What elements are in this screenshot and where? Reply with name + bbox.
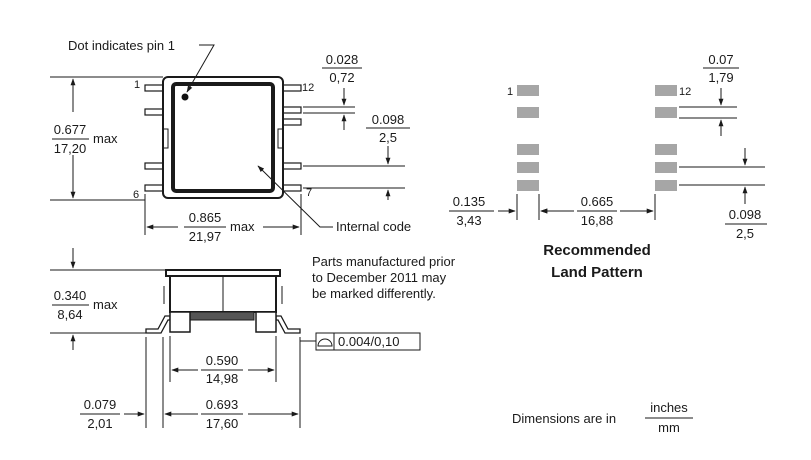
units-legend: Dimensions are in inches mm <box>512 400 693 435</box>
lead-ext-mm: 2,01 <box>87 416 112 431</box>
width-inch: 0.865 <box>189 210 222 225</box>
pad-length-mm: 3,43 <box>456 213 481 228</box>
pin-label-6: 6 <box>133 189 139 201</box>
pin-label-7: 7 <box>306 187 312 199</box>
width-max: max <box>230 219 255 234</box>
height-mm: 17,20 <box>54 141 87 156</box>
land-pin-12: 12 <box>679 86 691 98</box>
pad-width-inch: 0.07 <box>708 52 733 67</box>
land-pads-left <box>517 85 539 191</box>
left-pins <box>144 84 164 192</box>
profile-of-surface-icon <box>317 338 333 347</box>
pin-span-inch: 0.693 <box>206 397 239 412</box>
land-pitch-mm: 2,5 <box>736 226 754 241</box>
lead-left <box>145 315 171 334</box>
height-inch: 0.677 <box>54 122 87 137</box>
land-pin-1: 1 <box>507 86 513 98</box>
pin-label-1: 1 <box>134 79 140 91</box>
pin-width-mm: 0,72 <box>329 70 354 85</box>
side-height-max: max <box>93 297 118 312</box>
land-pattern-title-2: Land Pattern <box>551 264 643 281</box>
row-gap-mm: 16,88 <box>581 213 614 228</box>
units-inches: inches <box>650 400 688 415</box>
land-pattern-title-1: Recommended <box>543 242 651 259</box>
lead-right <box>275 315 301 334</box>
coplanarity-value: 0.004/0,10 <box>338 334 399 349</box>
body-width-mm: 14,98 <box>206 371 239 386</box>
top-view: Dot indicates pin 1 1 6 12 7 0.677 17,20… <box>50 38 411 244</box>
component-top-face <box>171 82 275 193</box>
width-mm: 21,97 <box>189 229 222 244</box>
land-pitch-inch: 0.098 <box>729 207 762 222</box>
pad-width-mm: 1,79 <box>708 70 733 85</box>
height-max: max <box>93 131 118 146</box>
land-pattern: 1 12 0.07 1,79 0.098 2,5 0.135 3,43 0.66… <box>449 52 767 281</box>
units-mm: mm <box>658 420 680 435</box>
lead-ext-inch: 0.079 <box>84 397 117 412</box>
pin-width-inch: 0.028 <box>326 52 359 67</box>
coplanarity-frame <box>315 332 421 351</box>
pin-pitch-mm: 2,5 <box>379 130 397 145</box>
row-gap-inch: 0.665 <box>581 194 614 209</box>
pin-span-mm: 17,60 <box>206 416 239 431</box>
revision-note: Parts manufactured prior to December 201… <box>312 254 456 301</box>
pin1-callout: Dot indicates pin 1 <box>68 38 175 53</box>
pad-length-inch: 0.135 <box>453 194 486 209</box>
pin1-dot <box>181 93 189 101</box>
core-base <box>189 311 255 321</box>
side-height-inch: 0.340 <box>54 288 87 303</box>
land-pads-right <box>655 85 677 191</box>
note-line-2: to December 2011 may <box>312 270 447 285</box>
note-line-3: be marked differently. <box>312 286 436 301</box>
side-height-mm: 8,64 <box>57 307 82 322</box>
right-pins <box>282 84 302 192</box>
pin-pitch-inch: 0.098 <box>372 112 405 127</box>
body-width-inch: 0.590 <box>206 353 239 368</box>
note-line-1: Parts manufactured prior <box>312 254 456 269</box>
pin-label-12: 12 <box>302 82 314 94</box>
internal-code-callout: Internal code <box>336 219 411 234</box>
side-view: 0.340 8,64 max 0.004/0,10 0.590 14,98 0.… <box>50 248 421 431</box>
units-prefix: Dimensions are in <box>512 411 616 426</box>
